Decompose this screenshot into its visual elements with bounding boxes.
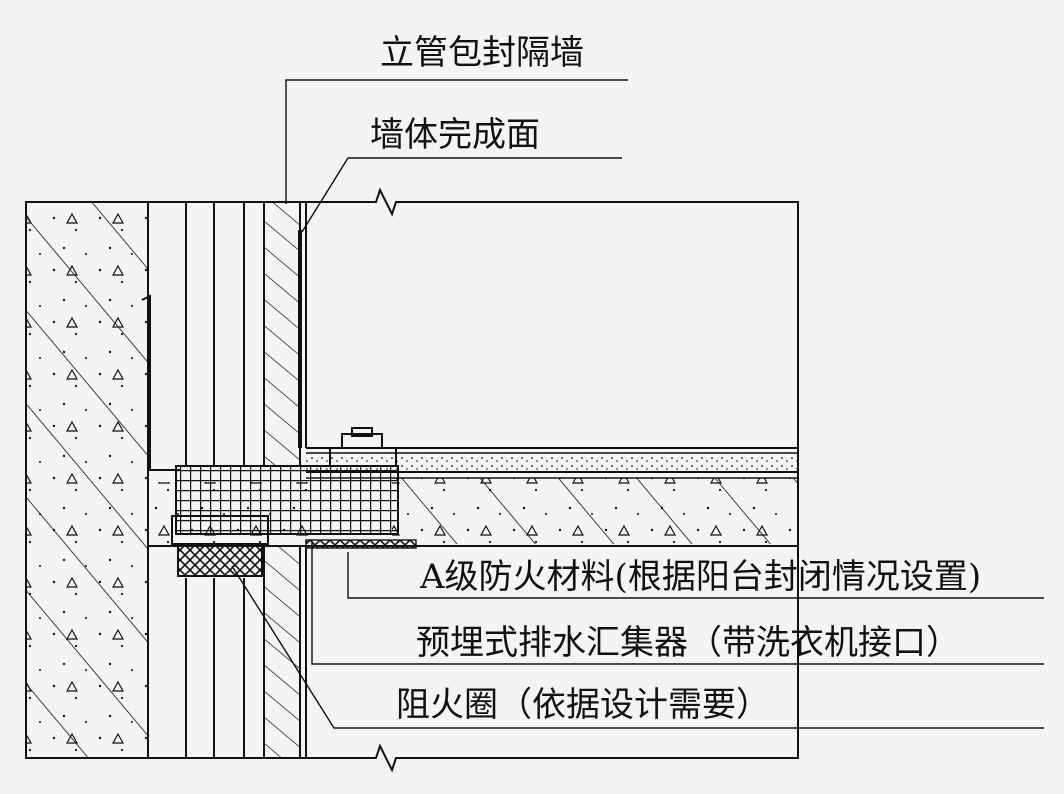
wall-finish-surface — [141, 230, 302, 471]
label-wall-finish-surface: 墙体完成面 — [370, 115, 540, 155]
riser-enclosure-wall — [263, 201, 307, 759]
label-embedded-drain-collector: 预埋式排水汇集器（带洗衣机接口） — [416, 623, 960, 663]
vertical-riser-pipe — [147, 202, 245, 758]
concrete-wall-left — [25, 201, 149, 759]
break-lines — [26, 187, 799, 773]
embedded-drain-collector — [175, 427, 399, 535]
label-riser-enclosure-wall: 立管包封隔墙 — [380, 33, 584, 73]
label-fireproof-material: A级防火材料(根据阳台封闭情况设置) — [419, 557, 981, 597]
fireproof-material — [305, 539, 417, 549]
leader-lines — [231, 79, 1044, 729]
label-fire-stop-collar: 阻火圈（依据设计需要） — [396, 685, 770, 725]
fire-stop-collar — [171, 515, 269, 577]
